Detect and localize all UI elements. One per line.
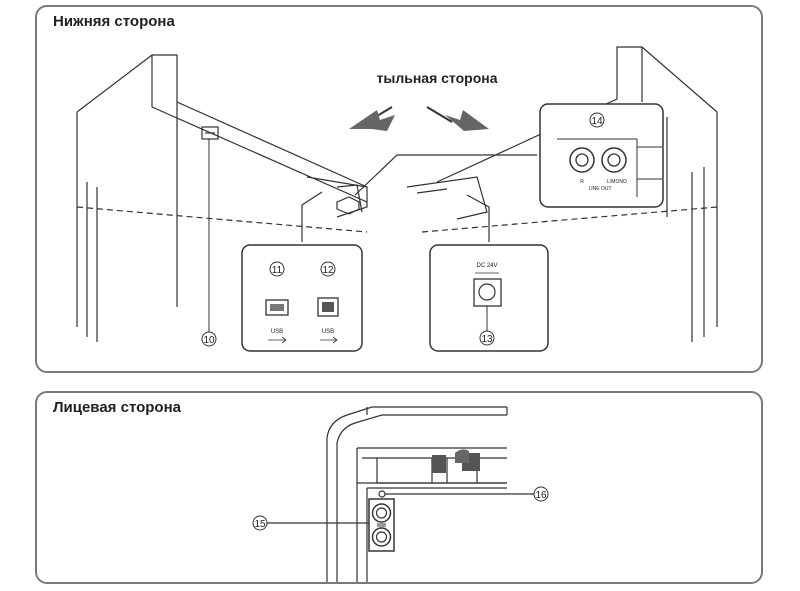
right-dashed-line (421, 206, 718, 233)
callout-13-label: 13 (481, 334, 493, 345)
callout-10-circle (201, 331, 217, 347)
front-side-drawing: 15 16 (252, 406, 549, 582)
left-dashed-line (76, 206, 368, 233)
piano-side-outline (326, 406, 507, 582)
bottom-side-title: Нижняя сторона (53, 13, 175, 30)
usb-ports-box (241, 244, 363, 352)
usb-a-label: USB (271, 329, 283, 335)
lmono-label: L/MONO (607, 179, 627, 185)
callout-16-circle (533, 486, 549, 502)
power-lamp (378, 490, 386, 498)
callout-12-circle (320, 261, 336, 277)
line-out-box (539, 103, 664, 208)
label-plate-10 (201, 126, 219, 140)
usb-b-icon (320, 336, 338, 344)
callout-12-label: 12 (322, 265, 334, 276)
callout-14-label: 14 (591, 116, 603, 127)
left-cabinet-top-edge (76, 54, 368, 188)
front-side-panel: Лицевая сторона (35, 391, 763, 584)
callout-11-circle (269, 261, 285, 277)
callout-13-circle (479, 330, 495, 346)
callout-15-circle (252, 515, 268, 531)
callout-14-circle (589, 112, 605, 128)
callout-11-label: 11 (272, 265, 283, 276)
callout-16-label: 16 (535, 490, 547, 501)
r-label: R (580, 179, 584, 185)
back-side-label: тыльная сторона (377, 70, 498, 86)
front-side-title: Лицевая сторона (53, 399, 181, 416)
callout-15-label: 15 (254, 519, 266, 530)
arrow-right-icon (445, 110, 489, 131)
usb-b-label: USB (322, 329, 334, 335)
dc-label: DC 24V (476, 263, 497, 269)
usb-a-icon (268, 336, 287, 344)
bottom-side-drawing: тыльная сторона 10 11 12 USB USB DC 24V (76, 46, 718, 352)
arrow-left-icon (349, 110, 395, 131)
bottom-side-panel: Нижняя сторона (35, 5, 763, 373)
line-out-label: LINE OUT (588, 186, 611, 192)
callout-10-label: 10 (203, 335, 215, 346)
